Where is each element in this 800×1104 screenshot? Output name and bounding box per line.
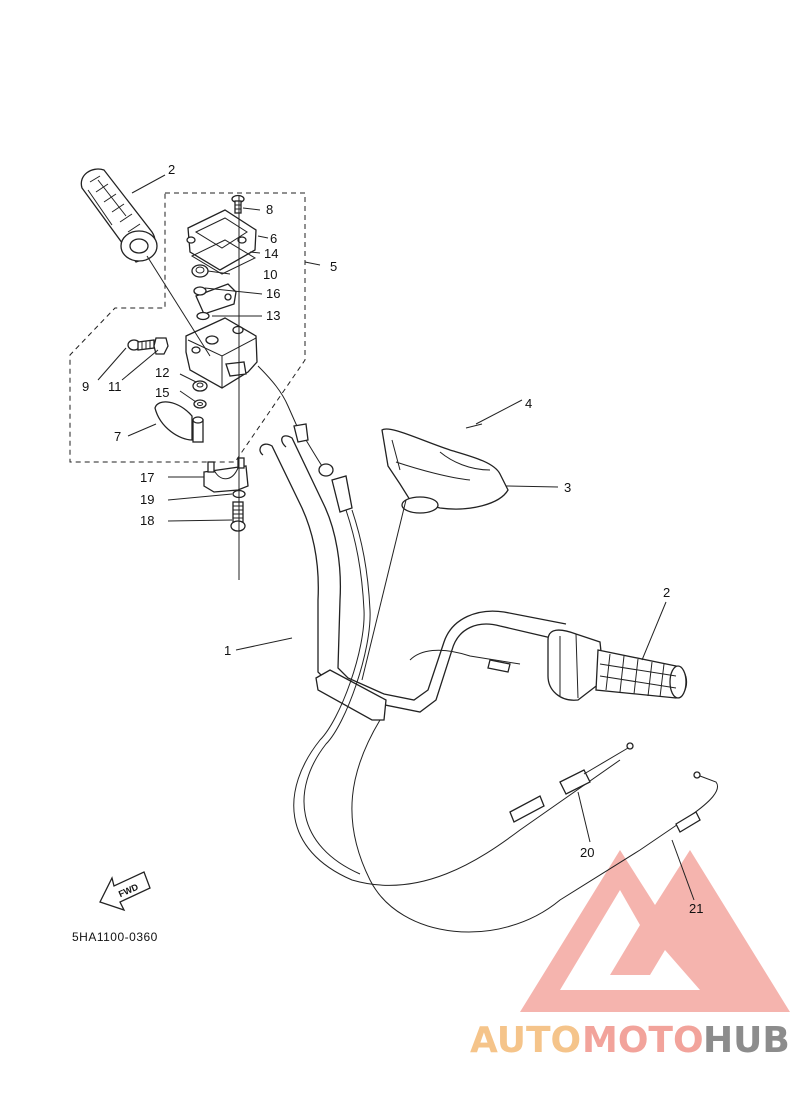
callout-20: 20 <box>580 845 594 860</box>
callout-21: 21 <box>689 901 703 916</box>
throttle-housing <box>185 317 258 389</box>
callout-6: 6 <box>270 231 277 246</box>
cable-20 <box>509 742 634 823</box>
callout-13: 13 <box>266 308 280 323</box>
fwd-arrow: FWD <box>99 871 151 912</box>
callout-1: 1 <box>224 643 231 658</box>
screw-8 <box>231 194 245 214</box>
washer-12 <box>192 380 208 392</box>
callout-8: 8 <box>266 202 273 217</box>
pad-band-4 <box>465 423 483 429</box>
callout-18: 18 <box>140 513 154 528</box>
watermark-triangle <box>520 850 790 1012</box>
callout-3: 3 <box>564 480 571 495</box>
plate-16 <box>193 283 237 315</box>
watermark-text: AUTO MOTO HUB <box>470 1020 790 1061</box>
leader-lines <box>97 174 695 901</box>
handlebar <box>259 435 567 721</box>
watermark-auto: AUTO <box>470 1020 581 1061</box>
watermark-logo <box>520 850 790 1012</box>
callout-12: 12 <box>155 365 169 380</box>
callout-labels: 1 2 2 3 4 5 6 7 8 9 10 11 12 13 14 15 16… <box>82 162 703 916</box>
right-grip <box>595 649 688 699</box>
callout-15: 15 <box>155 385 169 400</box>
callout-7: 7 <box>114 429 121 444</box>
crossbar-pad <box>381 428 509 514</box>
callout-2-right: 2 <box>663 585 670 600</box>
thumb-lever-7 <box>154 401 204 443</box>
clamp-17 <box>203 457 249 493</box>
bolt-18 <box>230 501 246 532</box>
callout-16: 16 <box>266 286 280 301</box>
callout-10: 10 <box>263 267 277 282</box>
clip-13 <box>196 311 210 321</box>
callout-2-left: 2 <box>168 162 175 177</box>
watermark-hub: HUB <box>703 1020 790 1061</box>
cable-21 <box>351 649 718 933</box>
callout-11: 11 <box>108 379 122 394</box>
watermark-moto: MOTO <box>582 1020 704 1061</box>
callout-9: 9 <box>82 379 89 394</box>
washer-15 <box>193 399 207 409</box>
gasket-14 <box>190 239 257 275</box>
diagram-code: 5HA1100-0360 <box>72 930 158 944</box>
callout-14: 14 <box>264 246 278 261</box>
assembly-boundary <box>69 192 306 463</box>
callout-19: 19 <box>140 492 154 507</box>
left-grip <box>80 168 158 263</box>
upper-cover <box>186 209 257 271</box>
throttle-cable-routing <box>257 365 621 886</box>
callout-4: 4 <box>525 396 532 411</box>
bolt-9 <box>127 339 155 351</box>
callout-5: 5 <box>330 259 337 274</box>
nut-10 <box>191 264 209 278</box>
callout-17: 17 <box>140 470 154 485</box>
